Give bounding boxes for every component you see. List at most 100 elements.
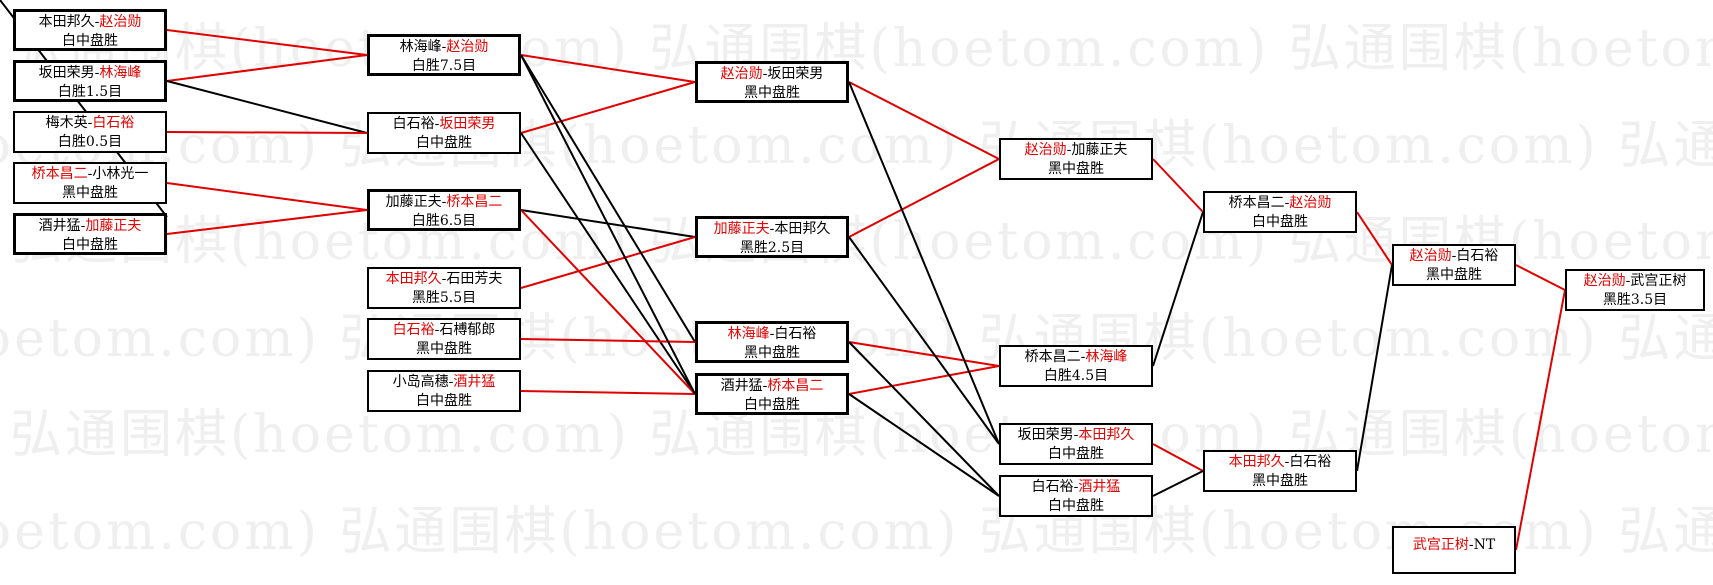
- connector-r4m3-r5m2: [1152, 443, 1204, 472]
- player-2: 武宫正树: [1630, 273, 1687, 289]
- player-1: 桥本昌二: [31, 166, 88, 182]
- connector-r3m4-r4m4: [848, 393, 1000, 497]
- connector-r1m1-r2m1: [166, 29, 368, 56]
- connector-r3m2-r4m1: [848, 158, 1000, 238]
- connector-r5m1-r6m1: [1356, 211, 1393, 266]
- player-1: 本田邦久: [38, 14, 95, 30]
- match-box-r4m3: 坂田荣男-本田邦久白中盘胜: [999, 423, 1153, 465]
- player-2: 石田芳夫: [446, 271, 503, 287]
- match-box-r2m3: 加藤正夫-桥本昌二白胜6.5目: [367, 189, 521, 231]
- player-2: 林海峰: [1085, 349, 1128, 365]
- match-players: 赵治勋-白石裕: [1394, 247, 1514, 266]
- player-1: 桥本昌二: [1024, 349, 1081, 365]
- player-1: 林海峰: [727, 326, 770, 342]
- player-separator: -: [762, 66, 768, 82]
- match-box-r1m4: 桥本昌二-小林光一黑中盘胜: [13, 162, 167, 204]
- player-1: 桥本昌二: [1228, 195, 1285, 211]
- match-result: 黑胜2.5目: [739, 240, 805, 256]
- player-separator: -: [1284, 454, 1290, 470]
- match-result: 白中盘胜: [1048, 498, 1104, 514]
- match-box-r4m1: 赵治勋-加藤正夫黑中盘胜: [999, 138, 1153, 180]
- connector-r1m5-r2m3: [166, 209, 368, 235]
- match-result: 黑中盘胜: [744, 345, 800, 361]
- player-separator: -: [94, 65, 100, 81]
- player-2: 加藤正夫: [1071, 142, 1128, 158]
- connector-r2m5-r3m3: [520, 338, 696, 343]
- match-players: 本田邦久-赵治勋: [16, 13, 164, 32]
- player-2: NT: [1473, 537, 1496, 553]
- player-1: 梅木英: [45, 115, 88, 131]
- match-players: 加藤正夫-桥本昌二: [370, 193, 518, 212]
- connector-r3m2-r4m3: [848, 236, 1000, 445]
- player-1: 小岛高穗: [392, 374, 449, 390]
- match-result: 白胜6.5目: [411, 213, 477, 229]
- player-1: 赵治勋: [1024, 142, 1067, 158]
- match-players: 酒井猛-加藤正夫: [16, 217, 164, 236]
- match-result: 黑中盘胜: [1426, 267, 1482, 283]
- match-box-r3m3: 林海峰-白石裕黑中盘胜: [695, 321, 849, 363]
- player-separator: -: [80, 218, 86, 234]
- match-result: 黑中盘胜: [744, 85, 800, 101]
- match-box-r1m2: 坂田荣男-林海峰白胜1.5目: [13, 60, 167, 102]
- player-separator: -: [94, 14, 100, 30]
- match-result: 白胜7.5目: [411, 58, 477, 74]
- player-2: 本田邦久: [774, 221, 831, 237]
- connector-r3m1-r4m3: [848, 81, 1000, 445]
- match-players: 梅木英-白石裕: [15, 114, 165, 133]
- match-box-r3m1: 赵治勋-坂田荣男黑中盘胜: [695, 61, 849, 103]
- match-result: 黑中盘胜: [416, 341, 472, 357]
- player-separator: -: [434, 322, 440, 338]
- match-players: 桥本昌二-赵治勋: [1205, 194, 1355, 213]
- player-1: 加藤正夫: [713, 221, 770, 237]
- match-result: 黑中盘胜: [62, 185, 118, 201]
- player-separator: -: [769, 326, 775, 342]
- player-separator: -: [87, 166, 93, 182]
- player-separator: -: [1080, 349, 1086, 365]
- match-box-r4m2: 桥本昌二-林海峰白胜4.5目: [999, 345, 1153, 387]
- connector-r4m4-r5m2: [1152, 470, 1204, 497]
- match-result: 黑中盘胜: [1048, 161, 1104, 177]
- player-separator: -: [441, 194, 447, 210]
- match-players: 武宫正树-NT: [1394, 536, 1514, 555]
- match-box-r6m2: 武宫正树-NT: [1392, 526, 1516, 574]
- match-box-r2m4: 本田邦久-石田芳夫黑胜5.5目: [367, 267, 521, 309]
- player-separator: -: [441, 271, 447, 287]
- match-players: 本田邦久-白石裕: [1205, 453, 1355, 472]
- match-box-r2m1: 林海峰-赵治勋白胜7.5目: [367, 34, 521, 76]
- match-result: 白中盘胜: [1252, 214, 1308, 230]
- player-2: 桥本昌二: [767, 378, 824, 394]
- player-2: 赵治勋: [1289, 195, 1332, 211]
- match-players: 小岛高穗-酒井猛: [369, 373, 519, 392]
- connector-r6m1-r7m1: [1515, 264, 1566, 291]
- match-result: 白中盘胜: [744, 397, 800, 413]
- player-1: 本田邦久: [1228, 454, 1285, 470]
- match-result: 白中盘胜: [416, 393, 472, 409]
- match-result: 白胜1.5目: [57, 84, 123, 100]
- match-result: 白胜0.5目: [57, 134, 123, 150]
- match-box-r4m4: 白石裕-酒井猛白中盘胜: [999, 475, 1153, 517]
- connector-r1m2-r2m2: [166, 80, 368, 134]
- player-1: 本田邦久: [385, 271, 442, 287]
- connector-r1m2-r2m1: [166, 54, 368, 82]
- player-2: 小林光一: [92, 166, 149, 182]
- match-box-r3m2: 加藤正夫-本田邦久黑胜2.5目: [695, 216, 849, 258]
- match-players: 酒井猛-桥本昌二: [698, 377, 846, 396]
- connector-r5m2-r6m1: [1356, 264, 1393, 472]
- player-2: 白石裕: [92, 115, 135, 131]
- match-players: 林海峰-白石裕: [698, 325, 846, 344]
- match-box-r1m3: 梅木英-白石裕白胜0.5目: [13, 111, 167, 153]
- player-1: 坂田荣男: [38, 65, 95, 81]
- player-separator: -: [762, 378, 768, 394]
- match-result: 黑中盘胜: [1252, 473, 1308, 489]
- match-players: 赵治勋-武宫正树: [1567, 272, 1703, 291]
- connector-r3m3-r4m4: [848, 341, 1000, 497]
- match-players: 坂田荣男-本田邦久: [1001, 426, 1151, 445]
- match-players: 本田邦久-石田芳夫: [369, 270, 519, 289]
- connector-r4m2-r5m1: [1152, 211, 1204, 367]
- player-1: 赵治勋: [720, 66, 763, 82]
- match-box-r5m2: 本田邦久-白石裕黑中盘胜: [1203, 450, 1357, 492]
- match-result: 白胜4.5目: [1043, 368, 1109, 384]
- player-2: 林海峰: [99, 65, 142, 81]
